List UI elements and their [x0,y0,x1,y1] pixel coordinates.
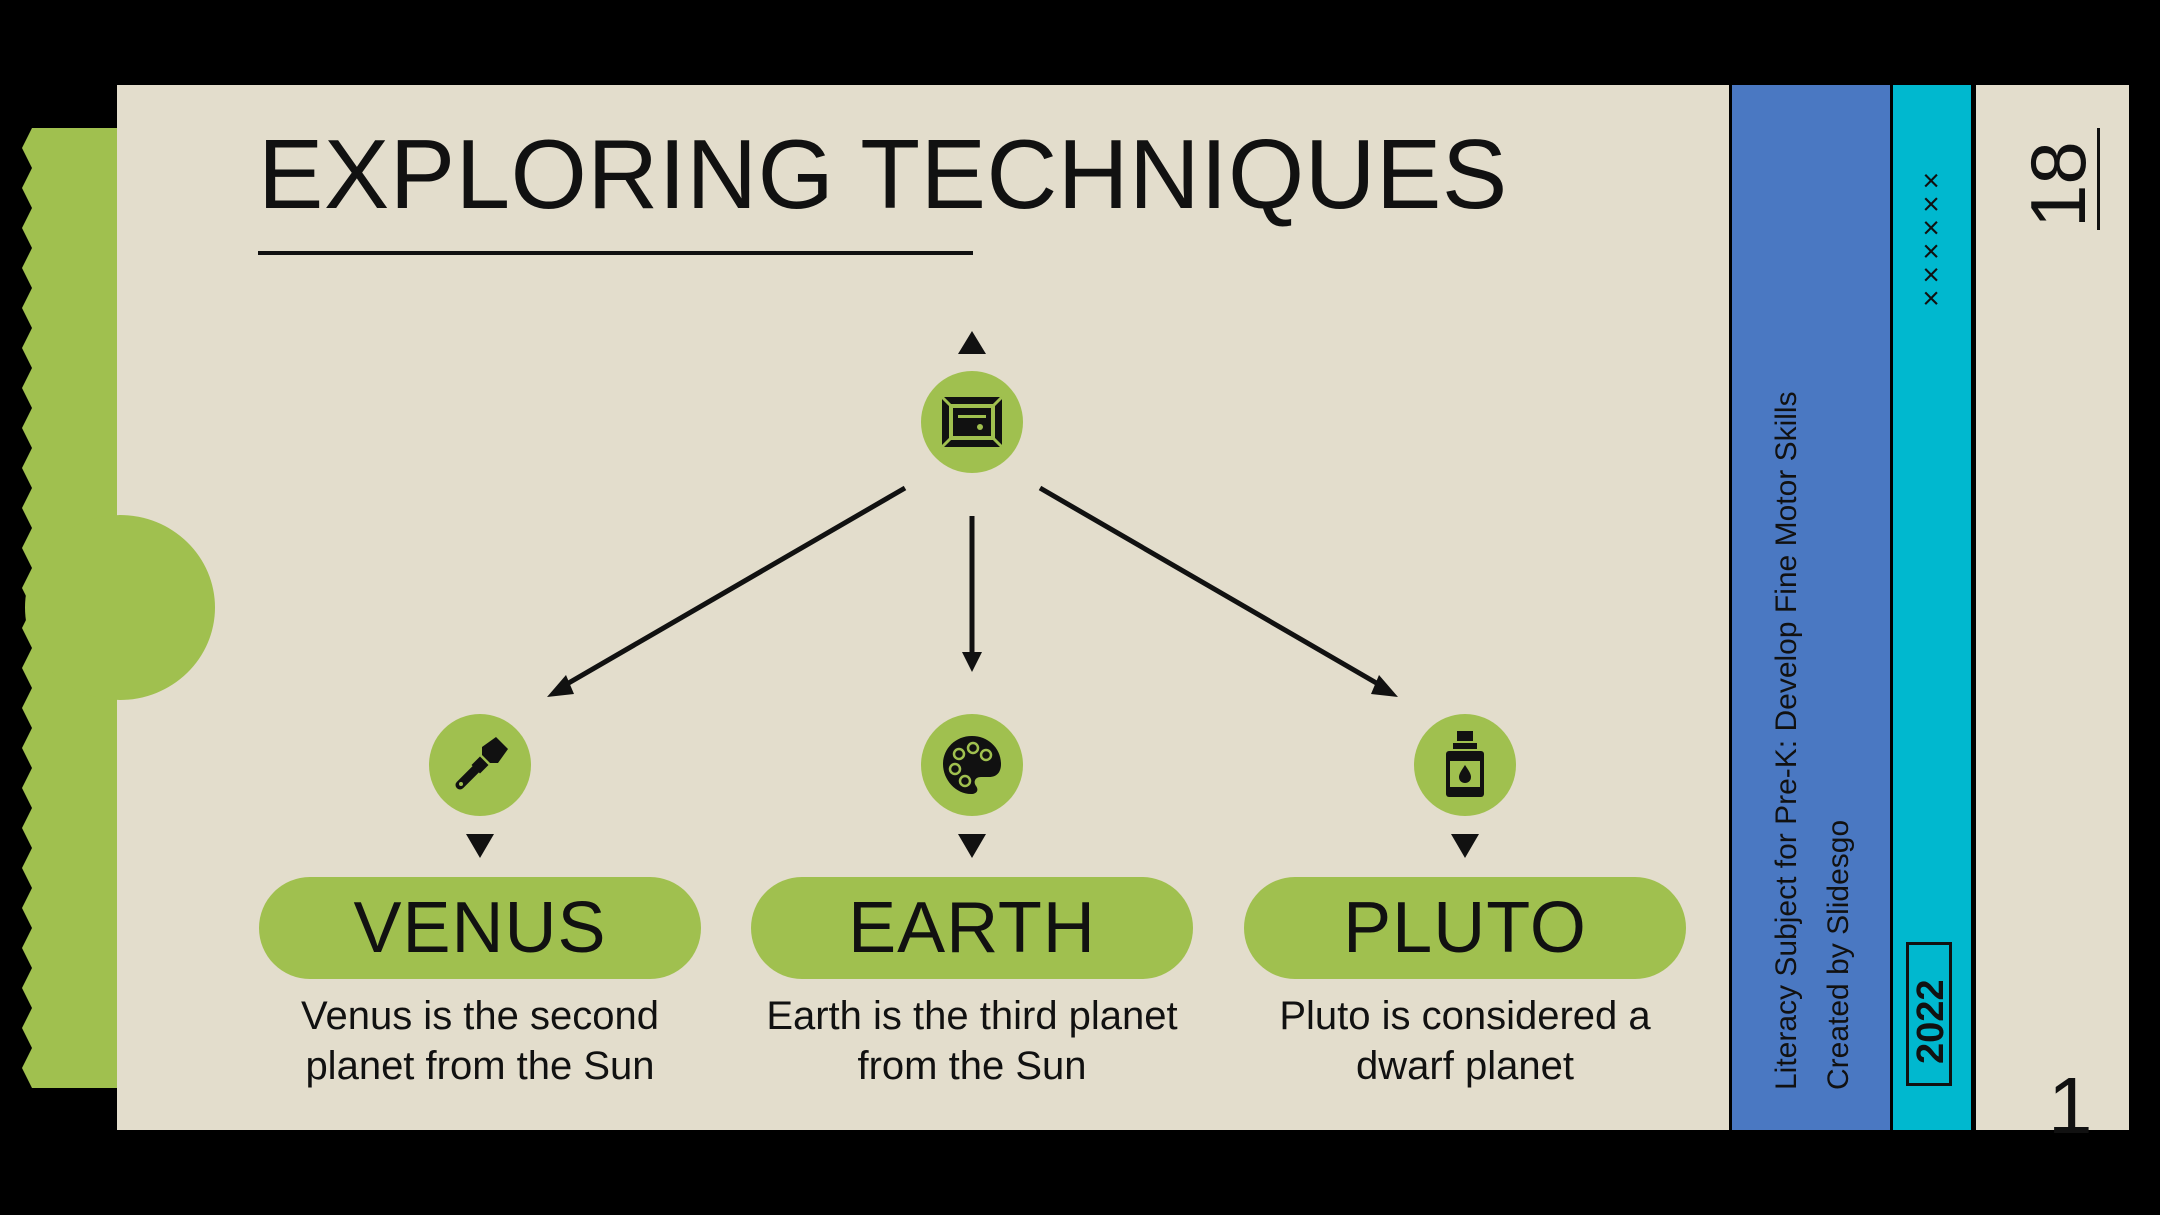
pluto-description: Pluto is considered a dwarf planet [1279,994,1651,1088]
created-by-text: Created by Slidesgo [1822,819,1855,1090]
arrow-left [558,485,907,691]
subject-text: Literacy Subject for Pre-K: Develop Fine… [1770,391,1803,1090]
year-box [1906,942,1952,1086]
side-number-rule [2097,128,2100,230]
pluto-label: PLUTO [1244,877,1686,979]
earth-pointer [958,834,986,858]
earth-node [921,714,1023,816]
venus-description: Venus is the second planet from the Sun [300,994,660,1088]
top-node [921,371,1023,473]
cream-band [1976,85,2129,1130]
title-underline [258,251,973,255]
year-label: 2022 [1910,979,1952,1064]
pluto-pointer [1451,834,1479,858]
diagram-connectors [547,331,1398,697]
venus-label: VENUS [259,877,701,979]
earth-description: Earth is the third planet from the Sun [766,994,1178,1088]
side-number: 18 [2014,141,2102,228]
x-marks: ×××××× [1915,165,1948,307]
page-number: 1 [2048,1061,2093,1150]
paint-bottle-icon [1446,731,1484,797]
arrow-right [1038,485,1387,691]
picture-frame-icon [940,395,1004,449]
palette-icon [943,736,1001,794]
zigzag-edge [22,128,40,1088]
slide-title: EXPLORING TECHNIQUES [258,119,1508,229]
green-half-circle [25,515,215,700]
up-arrow-head [958,331,986,354]
blue-band [1732,85,1890,1130]
scraper-icon [455,737,508,790]
earth-label: EARTH [751,877,1193,979]
pluto-node [1414,714,1516,816]
venus-pointer [466,834,494,858]
venus-node [429,714,531,816]
